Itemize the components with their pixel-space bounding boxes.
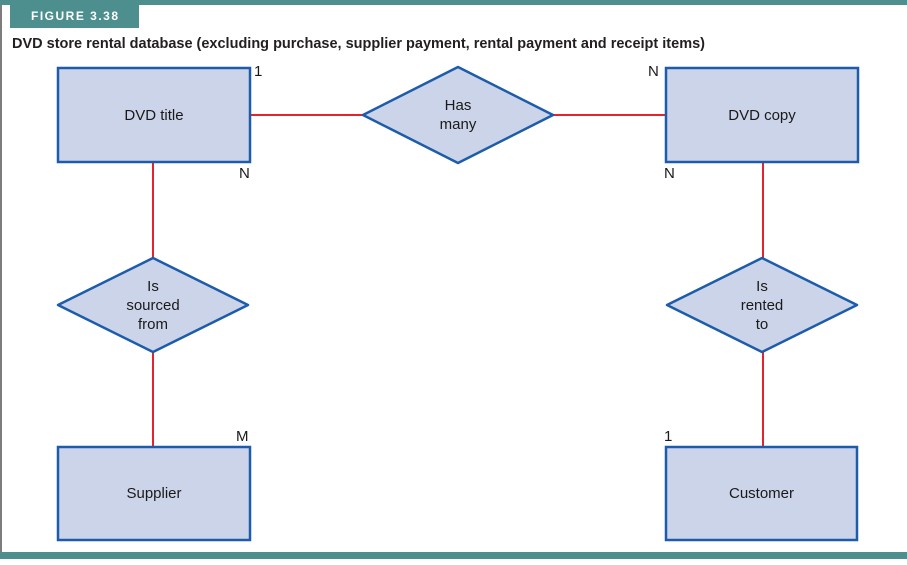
cardinality-customer-1: 1 bbox=[664, 428, 673, 445]
entity-customer-label: Customer bbox=[728, 485, 795, 502]
entity-dvd-copy-box bbox=[664, 66, 860, 164]
top-accent-strip bbox=[0, 0, 907, 5]
entity-customer-box bbox=[664, 445, 859, 542]
cardinality-supplier-m: M bbox=[236, 428, 249, 445]
entity-supplier-label: Supplier bbox=[126, 485, 182, 502]
bottom-accent-strip bbox=[0, 552, 907, 559]
cardinality-dvd-title-1: 1 bbox=[254, 63, 263, 80]
entity-dvd-title-label: DVD title bbox=[124, 106, 184, 124]
figure-number-badge: FIGURE 3.38 bbox=[10, 5, 139, 28]
entity-supplier-box bbox=[56, 445, 252, 542]
entity-dvd-title-box bbox=[56, 66, 252, 164]
relationship-is-sourced-from-diamond bbox=[56, 256, 250, 354]
relationship-has-many-label: Has many bbox=[439, 97, 477, 133]
figure-caption: DVD store rental database (excluding pur… bbox=[12, 36, 705, 52]
cardinality-dvd-copy-n-bottom: N bbox=[664, 165, 675, 182]
relationship-is-rented-to-diamond bbox=[665, 256, 859, 354]
relationship-is-sourced-from-label: Is sourced from bbox=[126, 277, 180, 333]
relationship-has-many-diamond bbox=[361, 65, 555, 165]
left-border-rule bbox=[0, 5, 2, 552]
entity-dvd-copy-label: DVD copy bbox=[728, 106, 796, 124]
cardinality-dvd-title-n: N bbox=[239, 165, 250, 182]
cardinality-dvd-copy-n-top: N bbox=[648, 63, 659, 80]
relationship-is-rented-to-label: Is rented to bbox=[740, 277, 784, 333]
